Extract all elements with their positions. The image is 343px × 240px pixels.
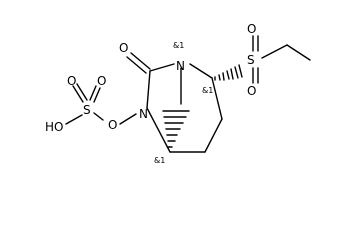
- atom-o-carbonyl: O: [119, 41, 128, 55]
- atom-labels: N N O O S O O O H S O O: [45, 22, 256, 134]
- atom-n1: N: [176, 59, 185, 73]
- atom-n2: N: [139, 107, 148, 121]
- atom-o-sulfonyl-2: O: [247, 84, 256, 98]
- atom-o-sulfate-1: O: [67, 74, 76, 88]
- atom-s-sulfonyl: S: [247, 53, 255, 67]
- atom-o-sulfate-2: O: [97, 74, 106, 88]
- atom-h-sulfate: H: [45, 120, 54, 134]
- wedge-bonds: [162, 64, 243, 148]
- stereo-label-bridgehead-c: &1: [154, 156, 165, 165]
- atom-o-sulfate-3: O: [54, 120, 63, 134]
- molecule-svg: N N O O S O O O H S O O &1 &1 &1: [45, 22, 311, 165]
- structure-diagram: N N O O S O O O H S O O &1 &1 &1: [45, 22, 311, 165]
- stereo-label-chiral-c2: &1: [202, 86, 213, 95]
- bonds: [65, 35, 311, 153]
- atom-o-sulfonyl-1: O: [247, 22, 256, 36]
- atom-s-sulfate: S: [83, 103, 91, 117]
- stereo-labels: &1 &1 &1: [154, 41, 213, 165]
- atom-o-link: O: [108, 118, 117, 132]
- stereo-label-bridgehead-n: &1: [173, 41, 184, 50]
